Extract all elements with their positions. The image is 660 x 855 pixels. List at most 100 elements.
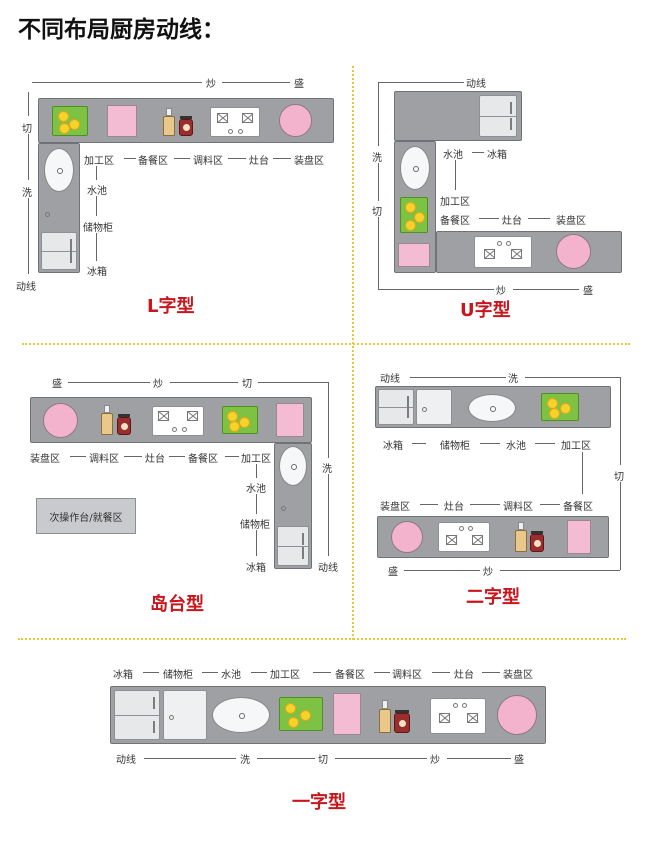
cabinet-icon [276, 490, 310, 522]
zone-label: 储物柜 [440, 441, 470, 452]
fridge-icon [378, 389, 414, 425]
seasoning-bottle-icon [518, 522, 524, 530]
flow-label-chao: 炒 [496, 286, 506, 297]
flow-label-dongxian: 动线 [318, 563, 338, 574]
zone-connector [412, 443, 426, 444]
zone-label: 水池 [506, 441, 526, 452]
zone-label: 装盘区 [380, 502, 410, 513]
zone-connector [70, 456, 86, 457]
plate-icon [556, 234, 591, 269]
prep-board-icon [333, 693, 361, 735]
zone-label: 加工区 [440, 197, 470, 208]
zone-label: 加工区 [270, 670, 300, 681]
flow-line [328, 474, 329, 556]
flow-line [525, 377, 620, 378]
zone-connector [96, 166, 97, 180]
flow-line [447, 758, 511, 759]
flow-label-qie: 切 [242, 379, 252, 390]
prep-board-icon [107, 105, 137, 137]
sink-icon [212, 697, 270, 733]
stove-icon [210, 107, 260, 137]
sink-icon [279, 446, 307, 486]
flow-label-chao: 炒 [206, 79, 216, 90]
jar-icon [531, 531, 543, 534]
zone-connector [202, 672, 218, 673]
flow-label-dongxian: 动线 [466, 79, 486, 90]
fridge-icon [277, 526, 309, 566]
zone-connector [256, 530, 257, 556]
zone-label: 灶台 [249, 156, 269, 167]
plate-icon [497, 695, 537, 735]
zone-connector [124, 456, 142, 457]
zone-connector [455, 160, 456, 190]
flow-label-xi: 洗 [322, 464, 332, 475]
zone-label: 调料区 [89, 454, 119, 465]
zone-label: 装盘区 [556, 216, 586, 227]
zone-connector [251, 672, 267, 673]
seasoning-bottle-icon [166, 108, 172, 116]
cutting-board-icon [279, 697, 323, 731]
zone-connector [256, 494, 257, 514]
fridge-icon [114, 690, 160, 740]
flow-line [222, 82, 290, 83]
jar-icon [394, 713, 410, 733]
zone-connector [124, 158, 136, 159]
separator-vertical [352, 66, 354, 640]
flow-label-chao: 炒 [153, 379, 163, 390]
flow-label-qie: 切 [614, 472, 624, 483]
seasoning-bottle-icon [515, 530, 527, 552]
flow-line [144, 758, 236, 759]
zone-label: 冰箱 [87, 267, 107, 278]
flow-line [328, 382, 329, 458]
separator-top [22, 343, 630, 345]
zone-label: 水池 [87, 186, 107, 197]
flow-line [378, 82, 464, 83]
zone-label: 调料区 [392, 670, 422, 681]
flow-line [258, 382, 328, 383]
zone-connector [96, 233, 97, 261]
zone-label: 备餐区 [440, 216, 470, 227]
zone-label: 冰箱 [113, 670, 133, 681]
zone-connector [174, 158, 190, 159]
flow-label-xi: 洗 [508, 374, 518, 385]
flow-line [410, 377, 506, 378]
zone-connector [374, 672, 390, 673]
zone-label: 储物柜 [240, 520, 270, 531]
zone-label: 储物柜 [83, 223, 113, 234]
flow-line [28, 92, 29, 116]
zone-connector [540, 504, 560, 505]
jar-icon [179, 119, 193, 136]
cutting-board-icon [52, 106, 88, 136]
zone-connector [273, 158, 291, 159]
zone-connector [96, 196, 97, 216]
zone-connector [479, 218, 499, 219]
layout-name-u: U字型 [460, 300, 511, 321]
zone-label: 冰箱 [383, 441, 403, 452]
zone-label: 备餐区 [563, 502, 593, 513]
cabinet-icon [416, 389, 452, 425]
zone-label: 调料区 [503, 502, 533, 513]
zone-label: 冰箱 [487, 150, 507, 161]
prep-board-icon [276, 403, 304, 437]
flow-line [620, 482, 621, 570]
flow-label-xi: 洗 [372, 153, 382, 164]
cabinet-icon [40, 195, 78, 229]
zone-label: 加工区 [561, 441, 591, 452]
flow-label-dongxian: 动线 [16, 282, 36, 293]
cutting-board-icon [400, 197, 428, 233]
zone-label: 备餐区 [335, 670, 365, 681]
flow-line [32, 82, 202, 83]
flow-label-sheng: 盛 [294, 79, 304, 90]
zone-connector [480, 443, 500, 444]
separator-bottom [18, 638, 626, 640]
zone-label: 加工区 [84, 156, 114, 167]
prep-board-icon [567, 520, 591, 554]
layout-name-l: L字型 [147, 296, 195, 317]
cutting-board-icon [541, 393, 579, 421]
flow-line [257, 758, 315, 759]
zone-connector [482, 672, 500, 673]
zone-connector [535, 443, 555, 444]
zone-label: 灶台 [502, 216, 522, 227]
zone-label: 水池 [221, 670, 241, 681]
zone-label: 灶台 [454, 670, 474, 681]
